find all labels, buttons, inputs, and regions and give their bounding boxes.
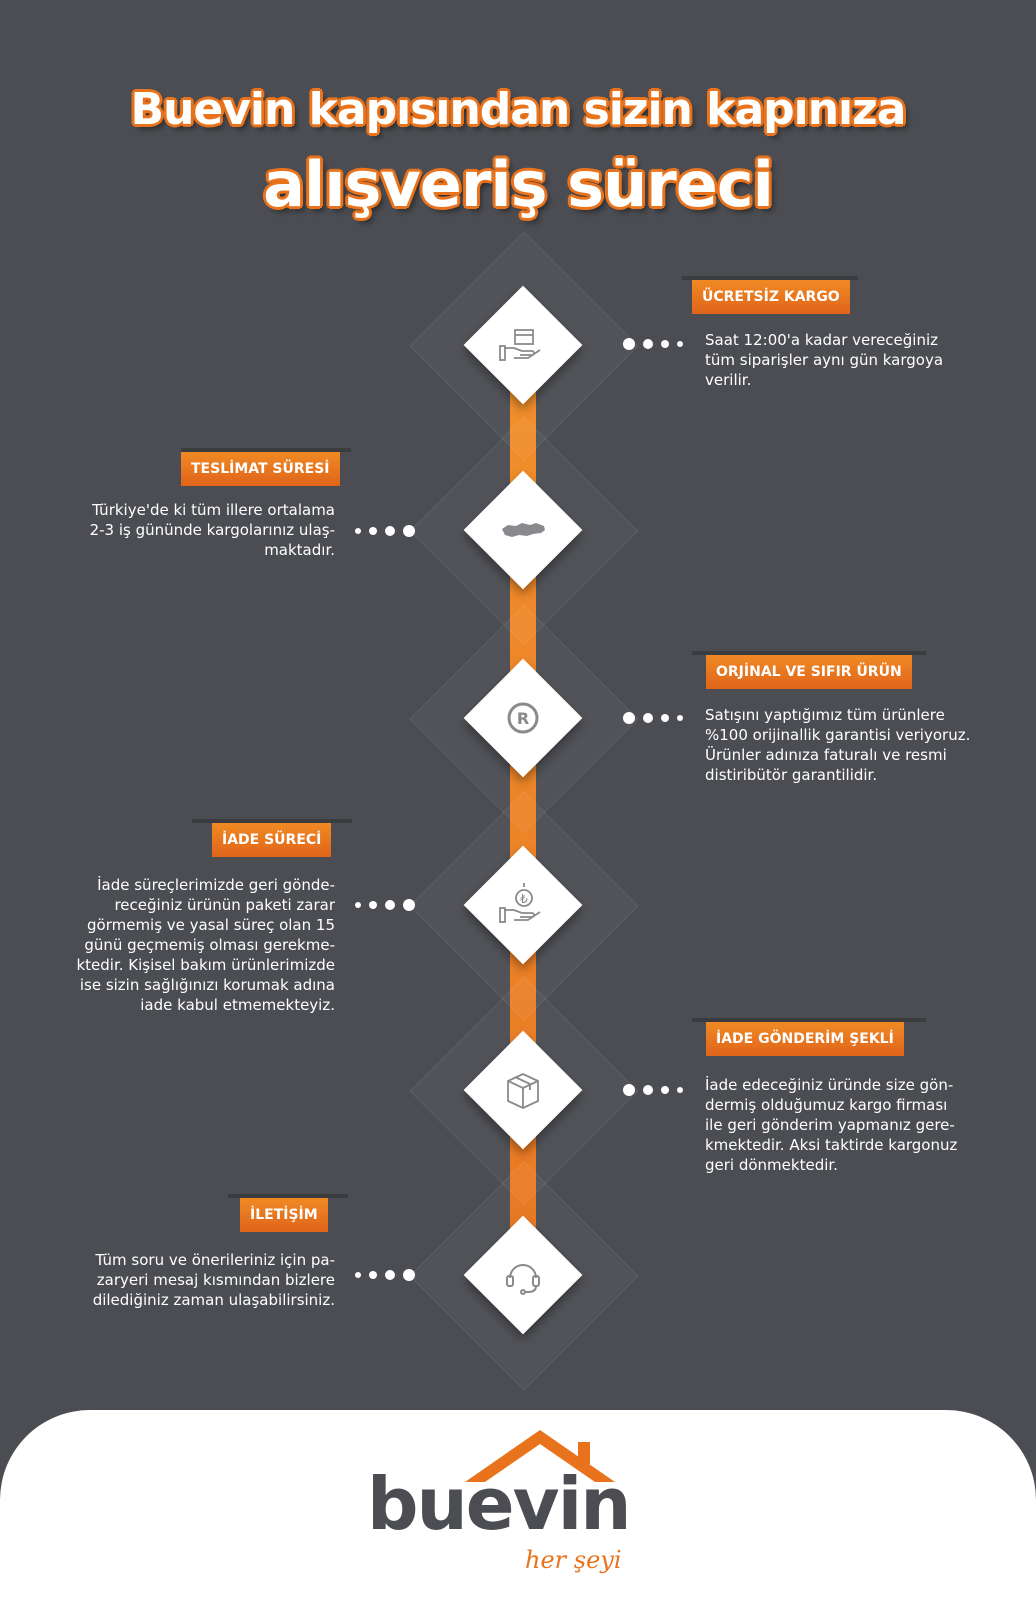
step-6-diamond xyxy=(409,1161,639,1391)
step-3-diamond: R xyxy=(409,604,639,834)
step-6-dots xyxy=(355,1269,415,1281)
step-6-text: Tüm soru ve önerileriniz için pa- zaryer… xyxy=(92,1251,335,1309)
turkey-map-icon xyxy=(498,505,548,555)
step-3-dots xyxy=(623,712,683,724)
svg-text:R: R xyxy=(517,709,529,728)
headset-icon xyxy=(498,1250,548,1300)
hand-box-icon xyxy=(498,320,548,370)
step-6-title: İLETİŞİM xyxy=(240,1198,328,1232)
step-4-diamond: ₺ xyxy=(409,791,639,1021)
title-line-1: Buevin kapısından sizin kapınıza xyxy=(130,84,907,135)
step-4-title: İADE SÜRECİ xyxy=(212,823,332,857)
step-2-text: Türkiye'de ki tüm illere ortalama 2-3 iş… xyxy=(89,501,335,559)
title-line-2: alışveriş süreci xyxy=(263,148,774,221)
step-3-title: ORJİNAL VE SIFIR ÜRÜN xyxy=(706,655,912,689)
step-4-dots xyxy=(355,899,415,911)
package-icon xyxy=(498,1065,548,1115)
step-4-tag: İADE SÜRECİ xyxy=(192,819,352,857)
step-5-tag: İADE GÖNDERİM ŞEKLİ xyxy=(692,1018,926,1056)
step-1-diamond xyxy=(409,231,639,461)
step-1-dots xyxy=(623,338,683,350)
step-1-text: Saat 12:00'a kadar vereceğiniz tüm sipar… xyxy=(705,331,944,389)
step-6-tag: İLETİŞİM xyxy=(228,1194,348,1232)
step-3-tag: ORJİNAL VE SIFIR ÜRÜN xyxy=(692,651,926,689)
step-2-dots xyxy=(355,525,415,537)
registered-icon: R xyxy=(498,693,548,743)
step-5-title: İADE GÖNDERİM ŞEKLİ xyxy=(706,1022,904,1056)
step-4-text: İade süreçlerimizde geri gönde- receğini… xyxy=(76,876,335,1014)
step-1-title: ÜCRETSİZ KARGO xyxy=(692,280,850,314)
house-roof-icon xyxy=(465,1430,615,1482)
buevin-logo: buevin her şeyi xyxy=(365,1430,665,1580)
step-5-text: İade edeceğiniz üründe size gön- dermiş … xyxy=(705,1076,958,1174)
step-5-diamond xyxy=(409,976,639,1206)
logo-tagline: her şeyi xyxy=(525,1546,622,1574)
step-2-diamond xyxy=(409,416,639,646)
footer-panel xyxy=(0,1410,1036,1600)
step-1-tag: ÜCRETSİZ KARGO xyxy=(682,276,858,314)
hand-lira-icon: ₺ xyxy=(498,880,548,930)
svg-text:₺: ₺ xyxy=(520,892,528,906)
step-5-dots xyxy=(623,1084,683,1096)
step-2-title: TESLİMAT SÜRESİ xyxy=(181,452,340,486)
logo-wordmark: buevin xyxy=(367,1462,631,1546)
step-3-text: Satışını yaptığımız tüm ürünlere %100 or… xyxy=(705,706,971,784)
step-2-tag: TESLİMAT SÜRESİ xyxy=(181,448,351,486)
